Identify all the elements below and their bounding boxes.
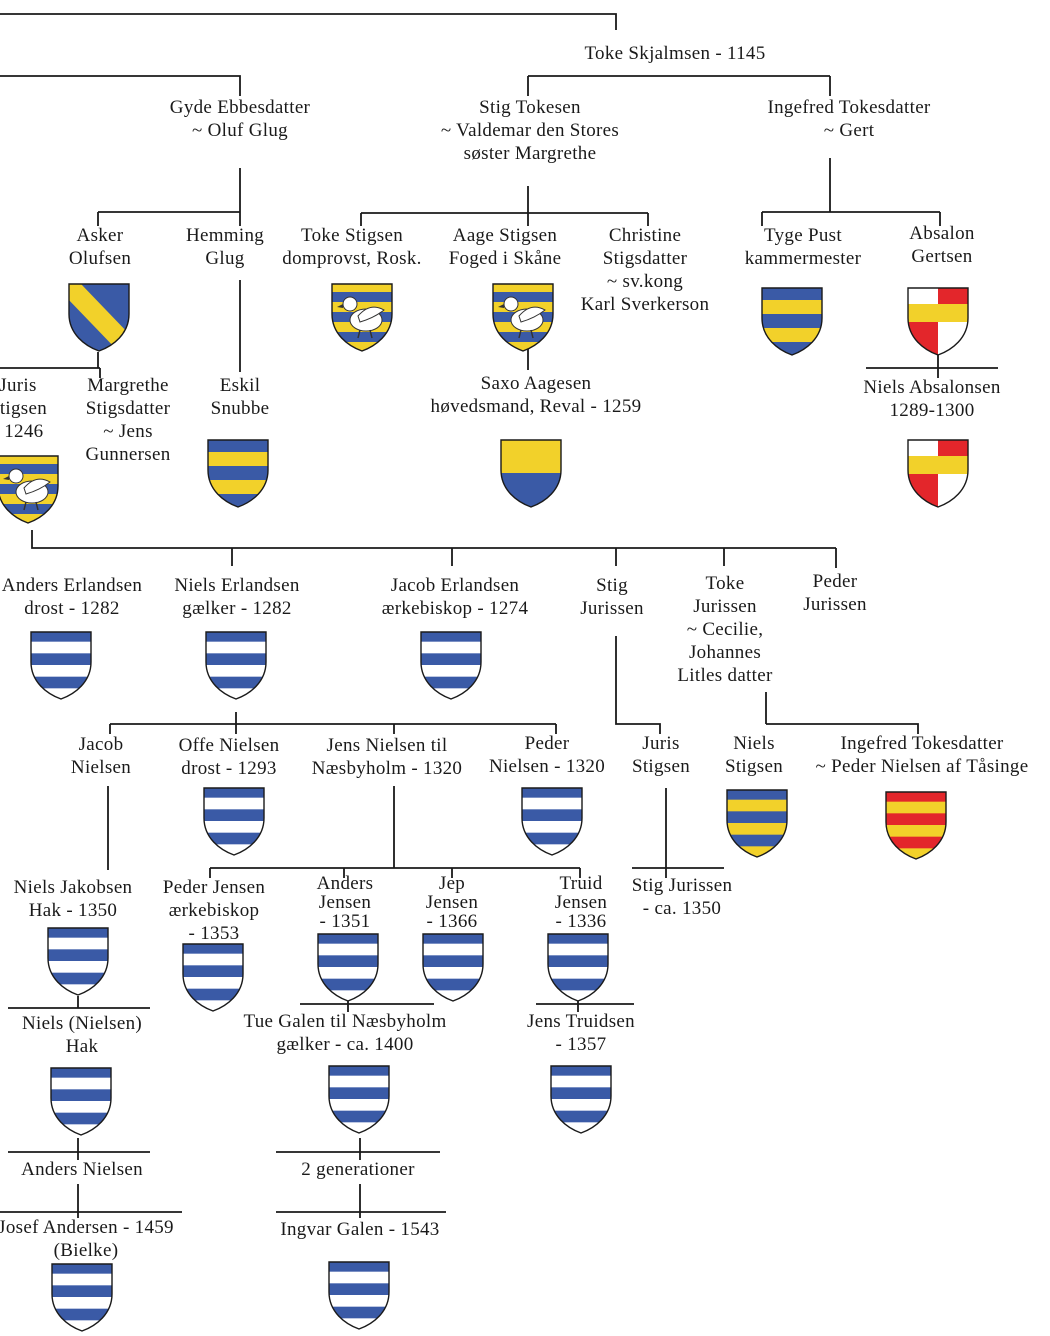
label-two-generations: 2 generationer — [301, 1159, 415, 1180]
person-gyde-ebbesdatter: Gyde Ebbesdatter ~ Oluf Glug — [169, 97, 311, 141]
person-anders-jensen: Anders Jensen - 1351 — [316, 873, 374, 932]
coat-of-arms-niels-jakobsen-hak — [47, 927, 109, 996]
coat-of-arms-jacob-erlandsen — [420, 631, 482, 700]
coat-of-arms-anders-erlandsen — [30, 631, 92, 700]
person-juris-stigsen: Juris Stigsen - 1246 — [0, 375, 48, 442]
coat-of-arms-peder-jensen — [182, 943, 244, 1012]
coat-of-arms-aage-stigsen-bird — [492, 283, 554, 352]
tree-connector-lines — [0, 13, 998, 1218]
coat-of-arms-saxo-aagesen — [500, 439, 562, 508]
person-toke-jurissen: Toke Jurissen ~ Cecilie, Johannes Litles… — [677, 573, 773, 686]
person-tyge-pust: Tyge Pust kammermester — [744, 225, 862, 269]
person-ingefred-tokesdatter: Ingefred Tokesdatter ~ Gert — [767, 97, 931, 141]
person-jep-jensen: Jep Jensen - 1366 — [425, 873, 479, 932]
person-eskil-snubbe: Eskil Snubbe — [210, 375, 270, 419]
coat-of-arms-tyge-pust — [761, 287, 823, 356]
person-niels-stigsen: Niels Stigsen — [724, 733, 784, 777]
coat-of-arms-niels-stigsen — [726, 789, 788, 858]
person-stig-jurissen-1350: Stig Jurissen - ca. 1350 — [631, 875, 733, 919]
person-hemming-glug: Hemming Glug — [185, 225, 265, 269]
person-ingefred-tokesdatter-2: Ingefred Tokesdatter ~ Peder Nielsen af … — [815, 733, 1029, 777]
coat-of-arms-jep-jensen — [422, 933, 484, 1002]
coat-of-arms-juris-stigsen-bird — [0, 455, 59, 524]
coat-of-arms-niels-nielsen-hak — [50, 1067, 112, 1136]
person-tue-galen: Tue Galen til Næsbyholm gælker - ca. 140… — [243, 1011, 447, 1055]
coat-of-arms-ingvar-galen — [328, 1261, 390, 1330]
person-peder-jurissen: Peder Jurissen — [803, 571, 867, 615]
person-saxo-aagesen: Saxo Aagesen høvedsmand, Reval - 1259 — [430, 373, 642, 417]
coat-of-arms-eskil-snubbe — [207, 439, 269, 508]
person-jens-truidsen: Jens Truidsen - 1357 — [527, 1011, 635, 1055]
person-christine-stigsdatter: Christine Stigsdatter ~ sv.kong Karl Sve… — [580, 225, 710, 315]
person-margrethe-stigsdatter: Margrethe Stigsdatter ~ Jens Gunnersen — [85, 375, 171, 465]
coat-of-arms-asker-bend — [68, 283, 130, 352]
person-toke-skjalmsen: Toke Skjalmsen - 1145 — [584, 43, 766, 64]
coat-of-arms-anders-jensen — [317, 933, 379, 1002]
person-anders-nielsen: Anders Nielsen — [21, 1159, 143, 1180]
person-asker-olufsen: Asker Olufsen — [68, 225, 132, 269]
person-absalon-gertsen: Absalon Gertsen — [909, 223, 975, 267]
coat-of-arms-offe-nielsen — [203, 787, 265, 856]
coat-of-arms-absalon-gertsen — [907, 287, 969, 356]
person-juris-stigsen-2: Juris Stigsen — [631, 733, 691, 777]
person-jacob-nielsen: Jacob Nielsen — [70, 734, 132, 778]
person-anders-erlandsen: Anders Erlandsen drost - 1282 — [1, 575, 143, 619]
person-josef-andersen: Josef Andersen - 1459 (Bielke) — [0, 1217, 174, 1261]
person-niels-absalonsen: Niels Absalonsen 1289-1300 — [863, 377, 1001, 421]
person-jens-nielsen: Jens Nielsen til Næsbyholm - 1320 — [311, 735, 463, 779]
person-stig-tokesen: Stig Tokesen ~ Valdemar den Stores søste… — [440, 97, 620, 164]
coat-of-arms-niels-erlandsen — [205, 631, 267, 700]
person-niels-nielsen-hak: Niels (Nielsen) Hak — [21, 1013, 143, 1057]
person-peder-jensen: Peder Jensen ærkebiskop - 1353 — [162, 877, 266, 944]
person-aage-stigsen: Aage Stigsen Foged i Skåne — [448, 225, 562, 269]
person-toke-stigsen: Toke Stigsen domprovst, Rosk. — [282, 225, 422, 269]
person-offe-nielsen: Offe Nielsen drost - 1293 — [178, 735, 280, 779]
coat-of-arms-jens-truidsen — [550, 1065, 612, 1134]
coat-of-arms-ingefred-tokesdatter — [885, 791, 947, 860]
coat-of-arms-peder-nielsen — [521, 787, 583, 856]
person-ingvar-galen: Ingvar Galen - 1543 — [280, 1219, 440, 1240]
coat-of-arms-truid-jensen — [547, 933, 609, 1002]
person-peder-nielsen: Peder Nielsen - 1320 — [488, 733, 606, 777]
person-niels-erlandsen: Niels Erlandsen gælker - 1282 — [174, 575, 300, 619]
coat-of-arms-tue-galen — [328, 1065, 390, 1134]
coat-of-arms-toke-stigsen-bird — [331, 283, 393, 352]
person-truid-jensen: Truid Jensen - 1336 — [554, 873, 608, 932]
coat-of-arms-josef-andersen — [51, 1263, 113, 1332]
coat-of-arms-niels-absalonsen — [907, 439, 969, 508]
person-niels-jakobsen-hak: Niels Jakobsen Hak - 1350 — [13, 877, 133, 921]
person-stig-jurissen: Stig Jurissen — [580, 575, 644, 619]
person-jacob-erlandsen: Jacob Erlandsen ærkebiskop - 1274 — [381, 575, 529, 619]
